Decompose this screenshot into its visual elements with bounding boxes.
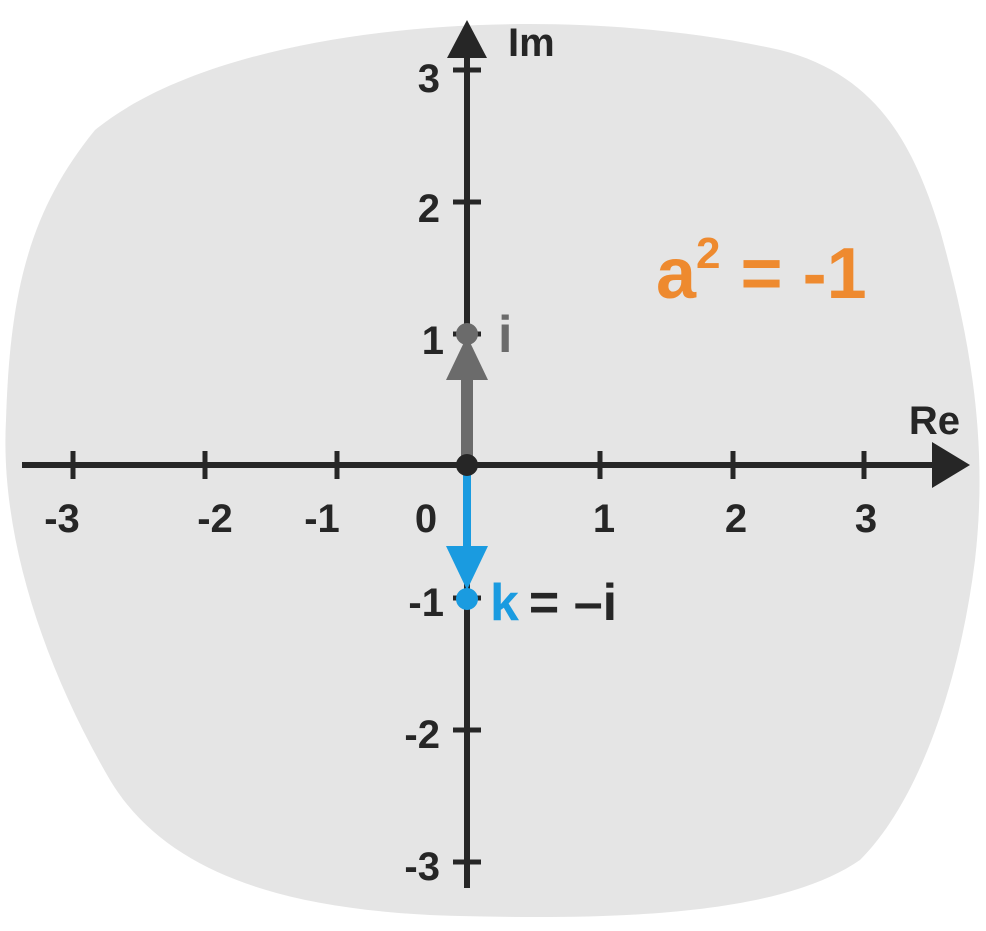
real-tick-label: 2 [725, 497, 747, 541]
equation-label: a2 = -1 [656, 229, 867, 314]
point-k [456, 588, 478, 610]
imag-tick-label: -1 [408, 581, 444, 625]
real-tick-label: 3 [855, 497, 877, 541]
point-i [456, 323, 478, 345]
real-tick-label: -1 [304, 497, 340, 541]
point-origin [456, 454, 478, 476]
equation-rest: = -1 [721, 234, 867, 314]
imaginary-axis-arrowhead [447, 20, 487, 58]
imag-tick-label: -3 [404, 845, 440, 889]
vector-k-arrow [446, 465, 488, 590]
real-axis-label: Re [909, 399, 960, 443]
point-i-label: i [498, 306, 512, 364]
equation-base: a [656, 234, 697, 314]
point-k-label: k= –i [490, 574, 617, 632]
real-axis [22, 442, 970, 488]
background-blob [5, 24, 980, 918]
real-tick-label: 0 [415, 497, 437, 541]
real-tick-label: -2 [197, 497, 233, 541]
imaginary-axis-label: Im [508, 21, 555, 65]
equation-exponent: 2 [696, 229, 720, 278]
imag-tick-label: 1 [422, 319, 444, 363]
point-k-name: k [490, 574, 519, 632]
point-k-equals: = –i [529, 574, 617, 632]
real-tick-label: 1 [593, 497, 615, 541]
imag-tick-label: -2 [404, 713, 440, 757]
imag-tick-label: 3 [418, 57, 440, 101]
vector-i-arrow [446, 336, 488, 465]
real-tick-label: -3 [44, 497, 80, 541]
imag-tick-label: 2 [418, 187, 440, 231]
real-axis-arrowhead [932, 442, 970, 488]
